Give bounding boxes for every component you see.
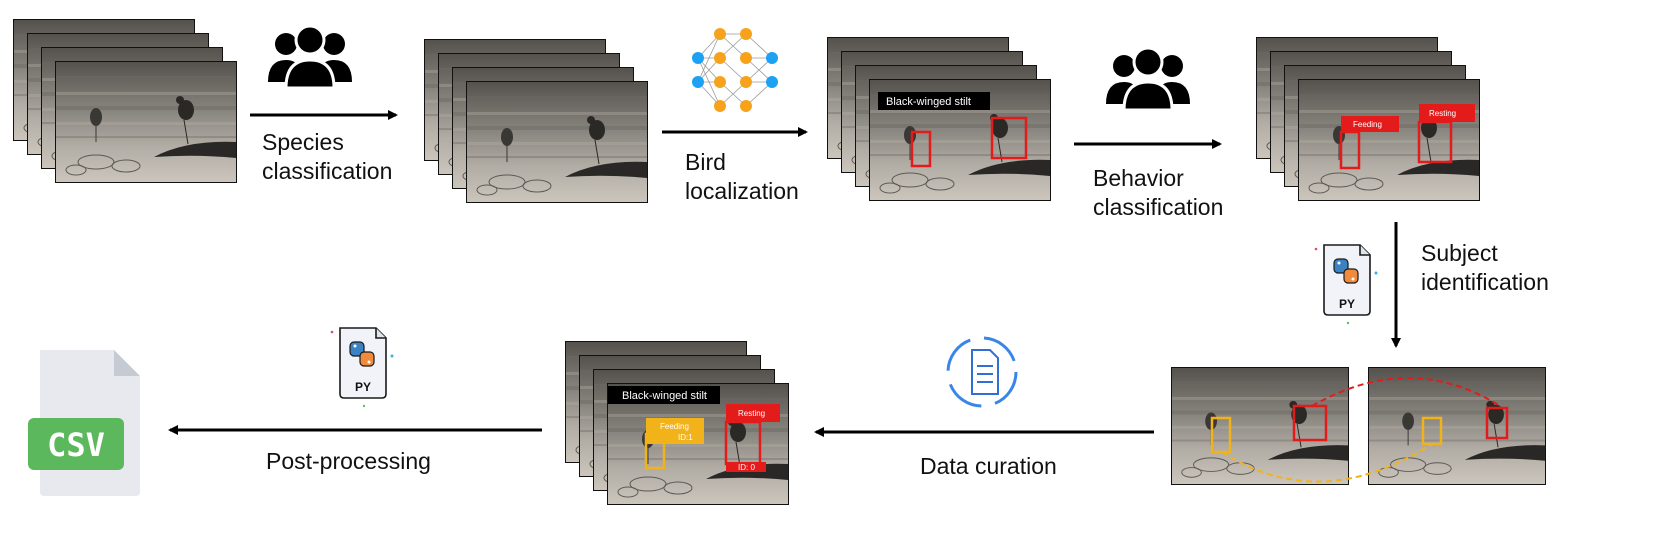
csv-label: CSV <box>47 426 105 464</box>
people-icon-2 <box>1104 46 1192 112</box>
final-id0-tag: ID: 0 <box>738 463 755 472</box>
python-icon-subject-text: PY <box>1339 297 1355 311</box>
label-subject-2: identification <box>1421 269 1549 295</box>
track-red <box>1311 377 1501 407</box>
label-bird-1: Bird <box>685 149 726 175</box>
localized-image-stack: Black-winged stilt <box>827 37 1051 201</box>
label-behavior-1: Behavior <box>1093 165 1184 191</box>
people-icon <box>266 24 354 90</box>
final-species-tag: Black-winged stilt <box>622 390 707 402</box>
python-icon-subject: PY <box>1313 244 1379 326</box>
final-feeding-tag: Feeding <box>660 422 689 431</box>
python-icon-post-text: PY <box>355 380 371 394</box>
label-post: Post-processing <box>266 448 431 474</box>
final-image-stack: Black-winged stilt Feeding ID:1 Resting … <box>565 341 789 505</box>
behavior-image-stack: Feeding Resting <box>1256 37 1480 201</box>
tracking-frame-1 <box>1171 367 1349 485</box>
feeding-tag: Feeding <box>1353 120 1382 129</box>
species-image-stack <box>424 39 648 203</box>
csv-file-icon: CSV <box>28 350 140 496</box>
python-icon-post: PY <box>329 327 395 409</box>
label-curation: Data curation <box>920 453 1057 479</box>
label-behavior-2: classification <box>1093 194 1223 220</box>
tracking-frame-2 <box>1368 367 1546 485</box>
document-cycle-icon <box>946 336 1018 408</box>
label-species-1: Species <box>262 129 344 155</box>
final-id1-tag: ID:1 <box>678 433 693 442</box>
neural-network-icon <box>692 28 778 112</box>
raw-image-stack <box>13 19 237 183</box>
resting-tag: Resting <box>1429 109 1456 118</box>
species-tag: Black-winged stilt <box>886 96 971 108</box>
label-species-2: classification <box>262 158 392 184</box>
track-orange <box>1221 443 1433 483</box>
final-resting-tag: Resting <box>738 409 765 418</box>
label-bird-2: localization <box>685 178 799 204</box>
label-subject-1: Subject <box>1421 240 1498 266</box>
